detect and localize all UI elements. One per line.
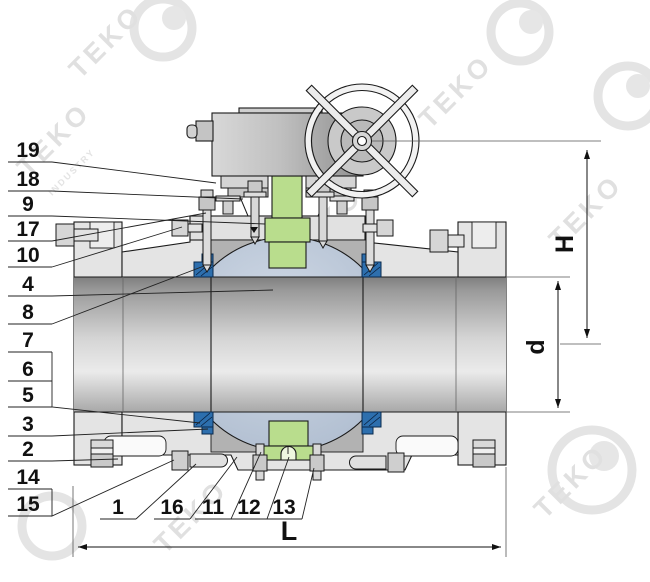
dimension-annotations: H d L xyxy=(72,140,601,557)
gearbox-input-shaft xyxy=(195,120,214,142)
part-label-11: 11 xyxy=(202,496,225,519)
part-label-12: 12 xyxy=(237,496,260,519)
gland-studs xyxy=(243,180,335,250)
part-label-16: 16 xyxy=(160,496,183,519)
bore xyxy=(74,277,506,412)
part-label-17: 17 xyxy=(16,218,39,241)
part-label-6: 6 xyxy=(22,358,34,381)
part-label-5: 5 xyxy=(22,384,34,407)
valve-assembly xyxy=(55,83,507,481)
part-label-2: 2 xyxy=(22,438,34,461)
trunnion-spring xyxy=(280,446,297,461)
part-label-19: 19 xyxy=(16,139,39,162)
part-label-14: 14 xyxy=(16,466,40,489)
part-label-8: 8 xyxy=(22,301,34,324)
seat-rings xyxy=(193,253,382,435)
part-label-1: 1 xyxy=(112,496,124,519)
part-label-3: 3 xyxy=(22,413,34,436)
part-labels: 19 18 9 17 10 4 8 7 6 5 3 2 14 15 1 16 1… xyxy=(8,139,302,520)
part-label-7: 7 xyxy=(22,329,34,352)
bonnet-port-mark xyxy=(250,227,258,233)
handwheel xyxy=(304,83,420,199)
part-label-9: 9 xyxy=(22,193,34,216)
dimension-label-H: H xyxy=(551,235,579,253)
dimension-label-d: d xyxy=(522,339,550,354)
watermark-logo-ring xyxy=(593,61,650,131)
watermark-text: TEKO xyxy=(413,49,499,135)
bottom-bolts xyxy=(171,443,405,481)
watermark-logo-ring xyxy=(486,0,554,66)
body-relief-pocket xyxy=(395,435,459,457)
watermark-logo-ring xyxy=(129,0,197,62)
part-label-10: 10 xyxy=(16,244,39,267)
dimension-label-L: L xyxy=(281,516,298,546)
part-label-18: 18 xyxy=(16,168,40,191)
part-label-4: 4 xyxy=(22,273,34,296)
trunnion-block xyxy=(260,420,317,461)
stem xyxy=(264,175,311,269)
part-label-13: 13 xyxy=(272,496,295,519)
part-leaders xyxy=(51,161,315,520)
part-label-15: 15 xyxy=(16,493,40,516)
flange-bolts xyxy=(90,439,496,468)
watermark-logo-ring xyxy=(547,425,637,515)
